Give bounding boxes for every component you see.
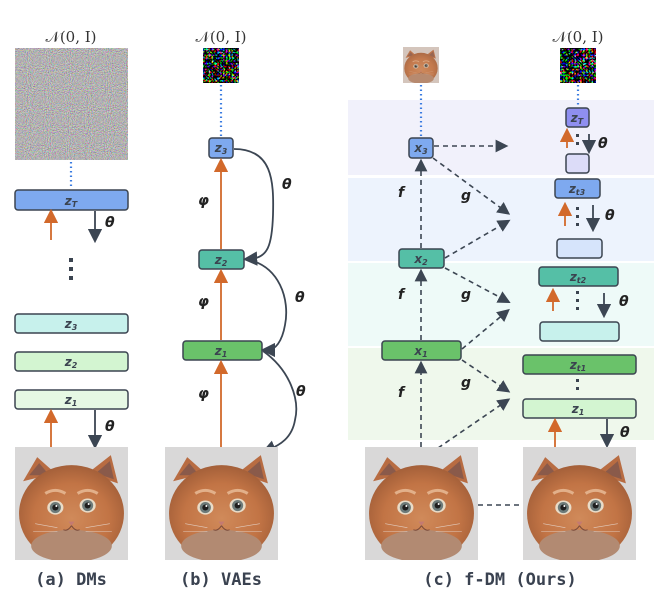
caption-c: (c) f-DM (Ours)	[423, 570, 577, 590]
panel-b-vaes: 𝒩(0, I) z3 z2 z1 φ φ φ θ θ θ (b) VAEs	[165, 28, 306, 590]
theta-label: θ	[598, 136, 608, 152]
box-zt2: zt2	[538, 266, 619, 287]
theta-label: θ	[105, 215, 115, 231]
dashed-arrow-icon	[461, 308, 510, 350]
decoder-curve-icon	[233, 148, 275, 266]
ellipsis-dots	[576, 379, 579, 390]
caption-b: (b) VAEs	[180, 570, 262, 590]
ellipsis-dots	[69, 258, 73, 280]
svg-text:z2: z2	[214, 253, 228, 268]
theta-label: θ	[282, 177, 292, 193]
box-intermediate	[556, 238, 603, 259]
svg-text:zt2: zt2	[569, 270, 587, 285]
cat-image-output	[523, 447, 636, 560]
noise-distribution-label: 𝒩(0, I)	[552, 28, 603, 46]
cat-image-input	[365, 447, 478, 560]
box-zt3: zt3	[554, 178, 601, 199]
ellipsis-dots	[576, 291, 579, 310]
phi-label: φ	[198, 193, 209, 209]
box-z1: z1	[522, 398, 637, 419]
theta-label: θ	[295, 290, 305, 306]
svg-text:z3: z3	[214, 141, 228, 156]
f-label: f	[398, 185, 406, 201]
g-label: g	[461, 287, 471, 303]
noise-texture	[15, 48, 128, 160]
g-label: g	[461, 375, 471, 391]
box-z3: z3	[208, 137, 234, 159]
svg-text:x1: x1	[413, 344, 427, 359]
noise-distribution-label: 𝒩(0, I)	[195, 28, 246, 46]
svg-text:z2: z2	[64, 355, 78, 370]
panel-c-fdm: 𝒩(0, I) x3 x2 x1 f f f g	[365, 28, 637, 590]
theta-label: θ	[105, 419, 115, 435]
phi-label: φ	[198, 386, 209, 402]
box-z1: z1	[182, 340, 263, 361]
g-label: g	[461, 188, 471, 204]
box-intermediate	[539, 321, 620, 342]
band-level-3	[348, 178, 654, 261]
svg-text:zT: zT	[570, 111, 584, 126]
svg-text:x3: x3	[413, 141, 428, 156]
svg-text:z1: z1	[571, 402, 585, 417]
g-arrow-icon	[444, 267, 511, 304]
box-zT: zT	[565, 107, 590, 128]
caption-a: (a) DMs	[35, 570, 107, 590]
band-level-3-top	[348, 100, 654, 175]
box-x3: x3	[408, 137, 434, 159]
panel-a-dms: 𝒩(0, I) zT θ z3 z2 z1 θ	[14, 28, 129, 590]
theta-label: θ	[296, 384, 306, 400]
decoder-curve-icon	[261, 350, 298, 454]
dashed-arrow-icon	[437, 398, 511, 449]
svg-text:z1: z1	[64, 393, 78, 408]
theta-label: θ	[619, 294, 629, 310]
cat-image	[165, 447, 278, 560]
ellipsis-dots	[576, 134, 579, 145]
svg-text:z3: z3	[64, 317, 78, 332]
box-z3: z3	[14, 313, 129, 334]
dashed-arrow-icon	[444, 219, 511, 259]
cat-image	[15, 447, 128, 560]
decoder-curve-icon	[244, 258, 288, 358]
svg-text:zT: zT	[64, 194, 78, 209]
theta-label: θ	[605, 208, 615, 224]
box-intermediate	[565, 153, 590, 174]
f-label: f	[398, 287, 406, 303]
svg-text:zt1: zt1	[569, 358, 586, 373]
noise-texture	[560, 48, 596, 83]
downsampled-cat-image	[403, 47, 439, 83]
box-z2: z2	[198, 249, 245, 270]
box-x1: x1	[381, 340, 462, 361]
theta-label: θ	[620, 425, 630, 441]
svg-text:x2: x2	[413, 252, 428, 267]
box-z2: z2	[14, 351, 129, 372]
box-z1: z1	[14, 389, 129, 410]
box-x2: x2	[398, 248, 445, 269]
svg-text:z1: z1	[214, 344, 228, 359]
box-zt1: zt1	[522, 354, 637, 375]
phi-label: φ	[198, 294, 209, 310]
box-zT: zT	[14, 189, 129, 211]
svg-text:zt3: zt3	[568, 182, 586, 197]
f-label: f	[398, 385, 406, 401]
g-arrow-icon	[432, 157, 511, 215]
noise-texture	[203, 48, 239, 83]
ellipsis-dots	[576, 207, 579, 226]
noise-distribution-label: 𝒩(0, I)	[45, 28, 96, 46]
